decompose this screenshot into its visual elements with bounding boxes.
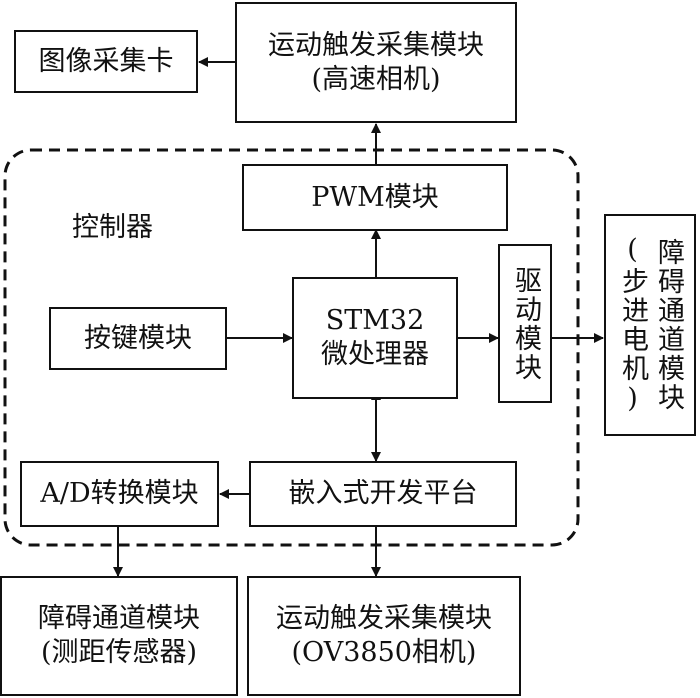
mcu-line2: 微处理器 (321, 339, 429, 370)
mcu-block: STM32 微处理器 (292, 277, 458, 399)
adc-block: A/D转换模块 (20, 461, 219, 527)
image-card-block: 图像采集卡 (14, 30, 198, 93)
embedded-platform-block: 嵌入式开发平台 (249, 461, 517, 527)
keys-block: 按键模块 (49, 307, 227, 370)
obstacle-motor-line2: (步进电机) (617, 234, 648, 416)
trigger-ov-block: 运动触发采集模块 (OV3850相机) (247, 576, 521, 696)
obstacle-sensor-line1: 障碍通道模块 (38, 603, 200, 634)
driver-block: 驱动模块 (498, 244, 552, 403)
driver-label: 驱动模块 (510, 265, 541, 382)
trigger-high-speed-block: 运动触发采集模块 (高速相机) (235, 2, 517, 123)
keys-label: 按键模块 (84, 322, 192, 354)
trigger-ov-line1: 运动触发采集模块 (276, 603, 492, 634)
obstacle-motor-line1: 障碍通道模块 (653, 238, 684, 412)
trigger-high-speed-line1: 运动触发采集模块 (268, 29, 484, 61)
image-card-label: 图像采集卡 (38, 45, 174, 77)
pwm-label: PWM模块 (311, 181, 439, 213)
embedded-platform-label: 嵌入式开发平台 (288, 478, 478, 509)
mcu-line1: STM32 (325, 305, 425, 336)
trigger-ov-line2: (OV3850相机) (291, 637, 477, 668)
controller-label: 控制器 (72, 212, 153, 243)
controller-boundary (3, 148, 580, 547)
pwm-block: PWM模块 (242, 164, 508, 231)
obstacle-sensor-line2: (测距传感器) (40, 637, 198, 668)
obstacle-motor-block: 障碍通道模块 (步进电机) (604, 214, 696, 436)
obstacle-sensor-block: 障碍通道模块 (测距传感器) (0, 576, 238, 696)
trigger-high-speed-line2: (高速相机) (311, 63, 441, 95)
adc-label: A/D转换模块 (40, 478, 199, 509)
